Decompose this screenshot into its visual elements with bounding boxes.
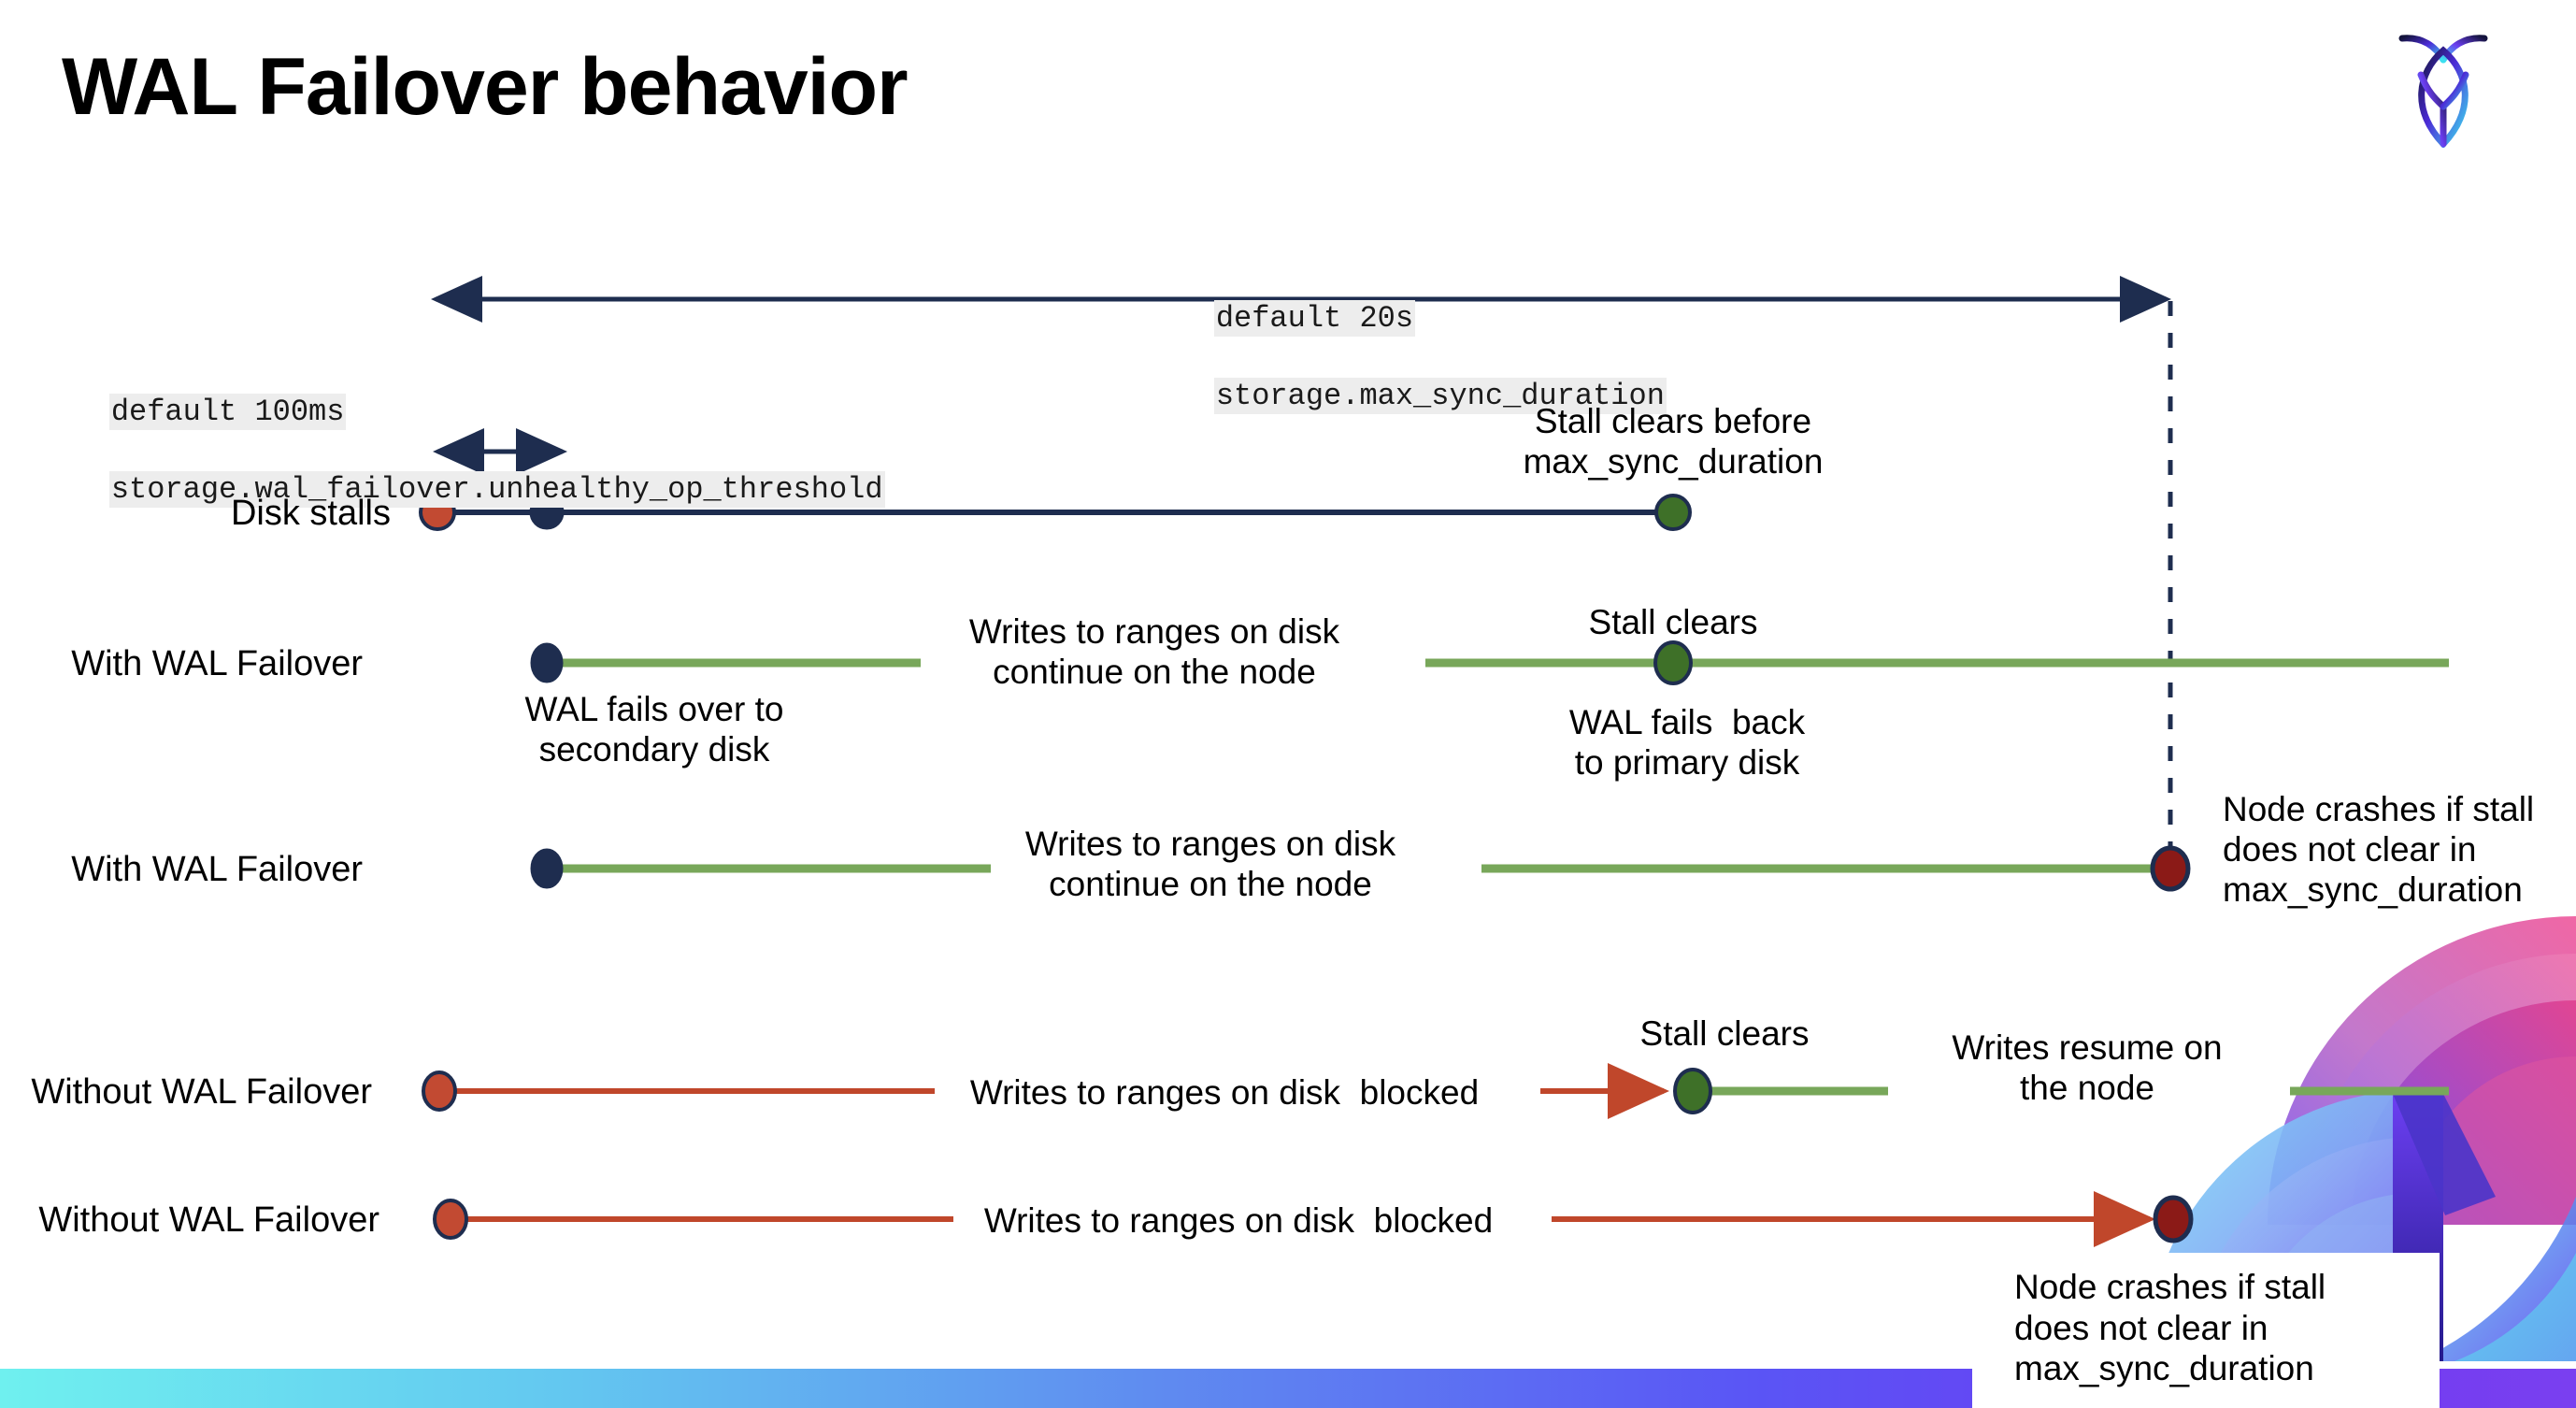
note-wal-fails-over: WAL fails over to secondary disk [524, 690, 784, 769]
dot-stall-clears [1653, 640, 1693, 685]
dot-stall-clears [1673, 1068, 1712, 1114]
dot-node-crash [2153, 1195, 2194, 1243]
dot-node-crash [2150, 845, 2191, 892]
dot-stall-clears [1654, 494, 1692, 531]
note-writes-continue-2: Writes to ranges on disk continue on the… [1024, 825, 1396, 903]
note-wal-fails-back: WAL fails back to primary disk [1568, 703, 1806, 782]
note-node-crashes-1: Node crashes if stall does not clear in … [2223, 790, 2535, 909]
row-label-with-wal-failover-2: With WAL Failover [71, 850, 363, 889]
row-with-wal-failover-1 [530, 640, 2449, 685]
row-label-without-wal-failover-1: Without WAL Failover [31, 1072, 372, 1112]
page-title: WAL Failover behavior [62, 42, 909, 132]
dot-stall-start [433, 1199, 468, 1240]
dot-wal-failover [530, 848, 564, 889]
annotation-unhealthy-op-threshold: default 100ms storage.wal_failover.unhea… [37, 353, 885, 548]
row-without-wal-failover-1 [422, 1063, 2449, 1119]
dot-stall-start [422, 1070, 457, 1112]
row-disk-stalls [419, 494, 1692, 531]
row-label-with-wal-failover-1: With WAL Failover [71, 644, 363, 683]
row-without-wal-failover-2 [433, 1191, 2194, 1247]
row-with-wal-failover-2 [530, 845, 2191, 892]
unhealthy-op-setting: storage.wal_failover.unhealthy_op_thresh… [108, 470, 885, 508]
note-writes-continue-1: Writes to ranges on disk continue on the… [968, 612, 1340, 691]
note-writes-blocked-2: Writes to ranges on disk blocked [983, 1201, 1494, 1240]
dot-wal-failover [530, 642, 564, 683]
annotation-max-sync-duration: default 20s storage.max_sync_duration [1142, 260, 1667, 454]
note-node-crashes-2: Node crashes if stall does not clear in … [2014, 1268, 2326, 1388]
cockroachdb-logo [2395, 28, 2492, 150]
max-sync-setting: storage.max_sync_duration [1213, 377, 1667, 414]
row-label-without-wal-failover-2: Without WAL Failover [38, 1200, 379, 1240]
row-label-disk-stalls: Disk stalls [230, 494, 391, 533]
note-writes-blocked-1: Writes to ranges on disk blocked [969, 1073, 1480, 1112]
note-stall-clears-2: Stall clears [1639, 1014, 1810, 1053]
max-sync-default: default 20s [1213, 299, 1416, 337]
note-stall-clears-1: Stall clears [1588, 603, 1758, 641]
note-writes-resume: Writes resume on the node [1952, 1028, 2223, 1107]
note-stall-clears-before: Stall clears before max_sync_duration [1523, 402, 1824, 481]
unhealthy-op-default: default 100ms [108, 393, 347, 430]
